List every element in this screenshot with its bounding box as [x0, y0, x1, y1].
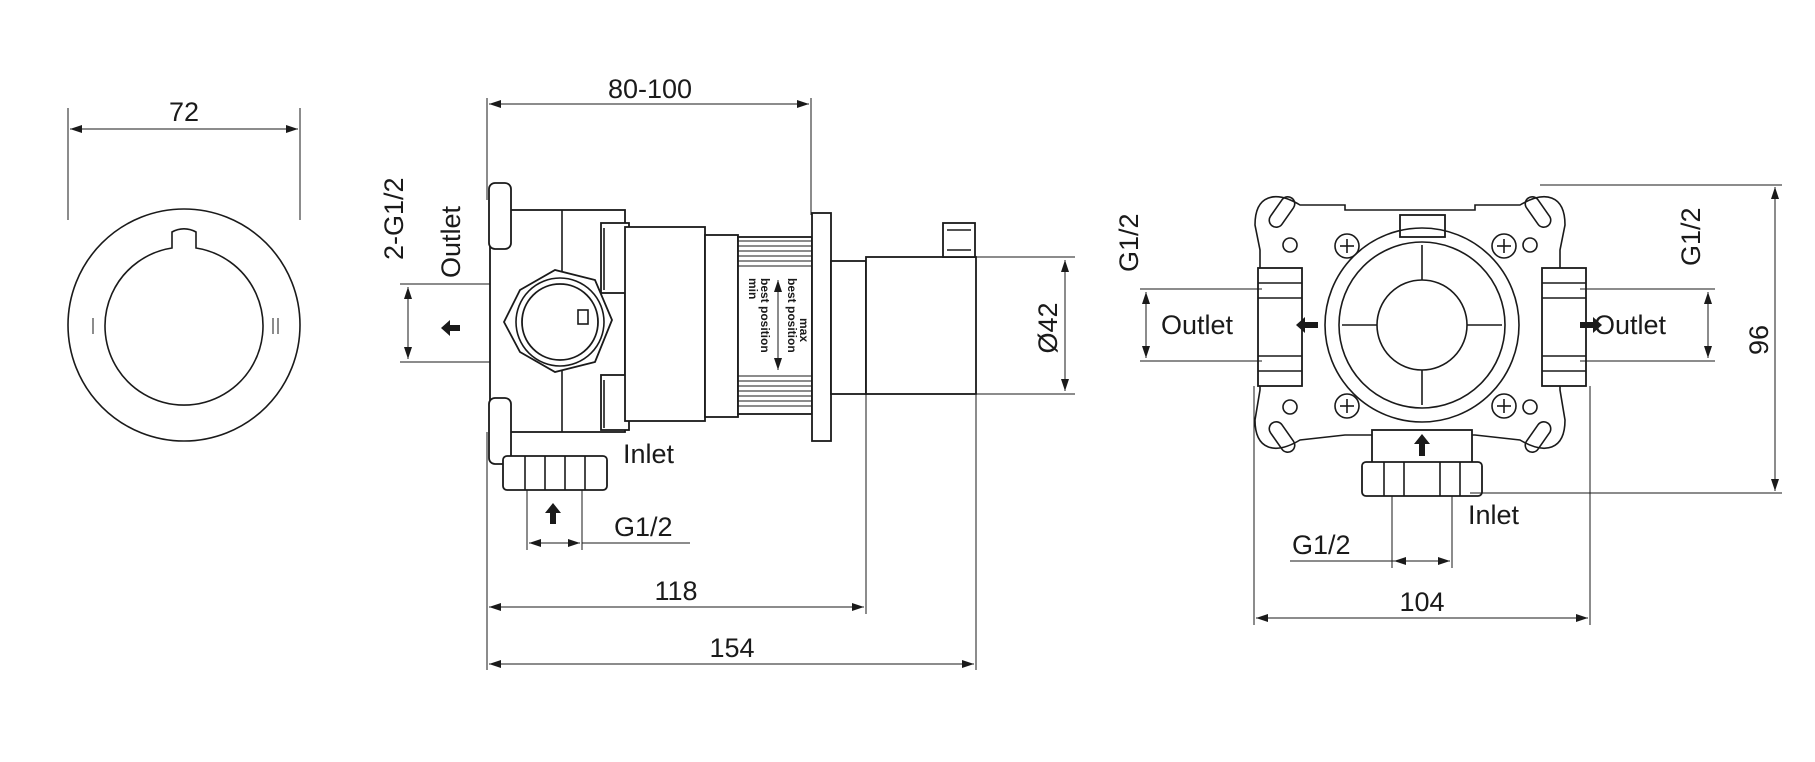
length-154-label: 154 — [709, 633, 754, 663]
rear-body-outer — [1324, 227, 1520, 423]
side-view: 80-100 2-G1/2 Outlet — [379, 74, 1075, 670]
rear-inlet-arrow-icon — [1414, 434, 1430, 456]
rear-inlet-label: Inlet — [1468, 500, 1520, 530]
right-outlet-label: Outlet — [1594, 310, 1667, 340]
mounting-slot-br — [1524, 421, 1552, 453]
inlet-thread-label: G1/2 — [614, 512, 673, 542]
spindle-collar — [830, 260, 867, 395]
screw-icon-tr — [1491, 233, 1517, 259]
mounting-slot-tl — [1268, 196, 1296, 228]
screw-icon-br — [1491, 393, 1517, 419]
spindle-tip — [942, 222, 976, 258]
scale-best-position-label-a: best position — [758, 278, 772, 353]
right-thread-label: G1/2 — [1676, 207, 1706, 266]
length-118-label: 118 — [654, 576, 697, 606]
diameter-label: Ø42 — [1033, 302, 1063, 353]
rear-inlet-thread-label: G1/2 — [1292, 530, 1351, 560]
top-tab — [1399, 214, 1446, 238]
mounting-slot-tr — [1524, 196, 1552, 228]
depth-range-label: 80-100 — [608, 74, 692, 104]
inlet-label: Inlet — [623, 439, 675, 469]
outlet-nut-top — [488, 182, 512, 250]
scale-best-position-label-b: best position — [785, 278, 799, 353]
outlet-bore — [521, 283, 599, 361]
inlet-flow-arrow-icon — [545, 503, 561, 524]
cartridge-housing — [624, 226, 706, 422]
width-104-label: 104 — [1399, 587, 1444, 617]
wall-flange — [811, 212, 832, 442]
mounting-plate — [1254, 196, 1566, 449]
screw-icon-tl — [1334, 233, 1360, 259]
outlet-nut-bottom — [488, 397, 512, 465]
right-outlet-arrow-icon — [1580, 317, 1602, 333]
inlet-nut — [502, 455, 608, 491]
front-view: 72 — [67, 97, 301, 442]
rear-view: G1/2 Outlet G1/2 Outlet Inlet G1/2 104 — [1114, 184, 1782, 625]
outlet-label: Outlet — [436, 205, 466, 278]
handle-outline — [104, 228, 264, 406]
screw-icon-bl — [1334, 393, 1360, 419]
mounting-slot-bl — [1268, 421, 1296, 453]
thread-hatching — [738, 240, 812, 407]
spindle-cover — [865, 256, 977, 395]
rear-inlet-nut — [1361, 461, 1483, 497]
left-outlet-arrow-icon — [1296, 317, 1318, 333]
rear-bore — [1376, 279, 1468, 371]
left-outlet-connector — [1257, 267, 1303, 387]
left-thread-label: G1/2 — [1114, 213, 1144, 272]
outlet-flow-arrow-icon — [441, 320, 460, 336]
outlet-thread-label: 2-G1/2 — [379, 177, 409, 260]
width-dimension-label: 72 — [169, 97, 199, 127]
scale-min-label: min — [746, 278, 760, 299]
right-outlet-connector — [1541, 267, 1587, 387]
height-96-label: 96 — [1744, 325, 1774, 355]
left-outlet-label: Outlet — [1161, 310, 1234, 340]
trim-plate — [67, 208, 301, 442]
scale-max-label: max — [797, 318, 811, 342]
cartridge-step — [704, 234, 739, 418]
